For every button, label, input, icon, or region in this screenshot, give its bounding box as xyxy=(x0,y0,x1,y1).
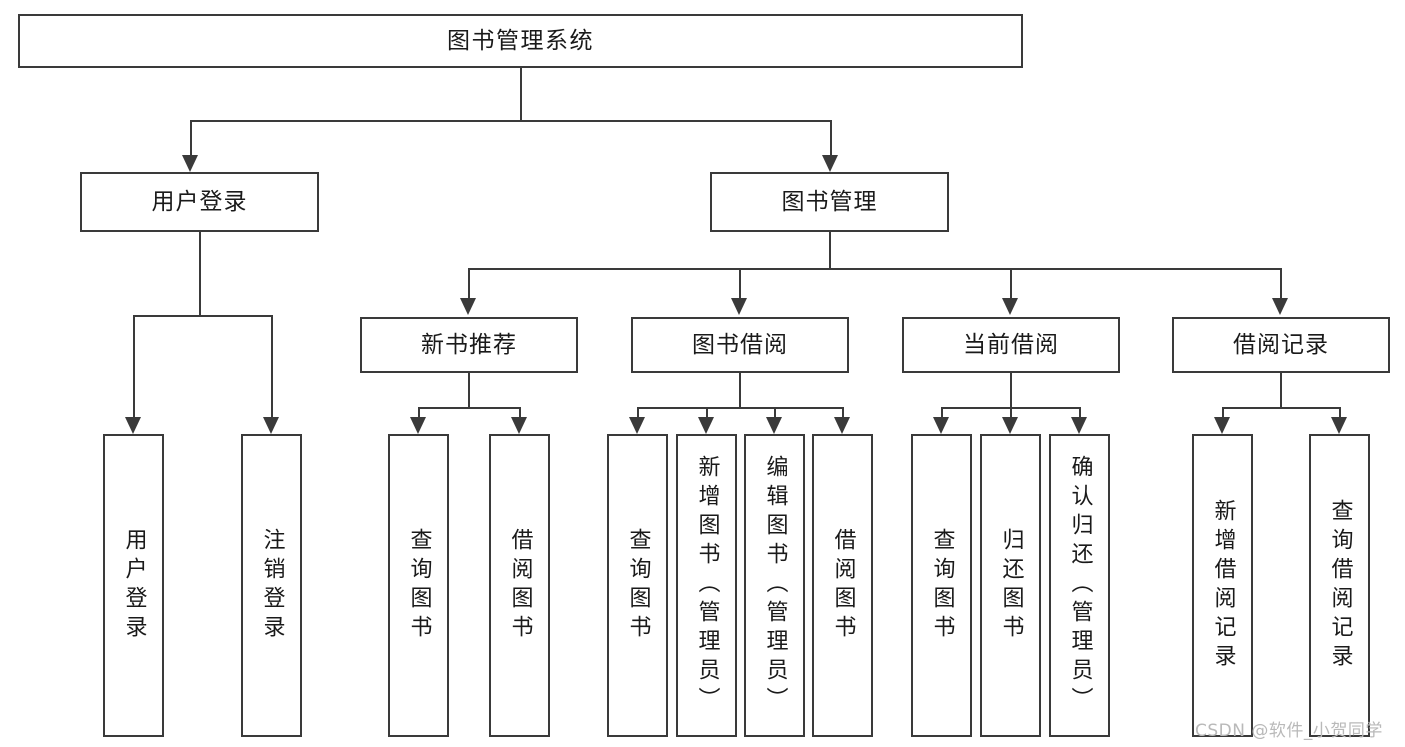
node-label: 编辑图书（管理员） xyxy=(762,455,788,716)
node-label: 借阅记录 xyxy=(1233,331,1329,358)
leaf-book-borrow-borrow-book[interactable]: 借阅图书 xyxy=(812,434,873,737)
node-label: 确认归还（管理员） xyxy=(1067,455,1093,716)
connector-br-to-leaf-1 xyxy=(1222,407,1224,419)
leaf-current-borrow-query-book[interactable]: 查询图书 xyxy=(911,434,972,737)
arrowhead-root-to-book-management xyxy=(822,155,838,172)
node-user-login[interactable]: 用户登录 xyxy=(80,172,319,232)
arrowhead-nbr-to-leaf-2 xyxy=(511,417,527,434)
connector-to-new-book-recommend xyxy=(468,268,470,300)
connector-bb-to-leaf-4 xyxy=(842,407,844,419)
leaf-user-login-login[interactable]: 用户登录 xyxy=(103,434,164,737)
node-label: 查询图书 xyxy=(625,527,651,644)
connector-user-login-to-leaf-1 xyxy=(133,315,135,419)
connector-level2-bar xyxy=(468,268,1280,270)
arrowhead-user-login-to-leaf-2 xyxy=(263,417,279,434)
node-book-management[interactable]: 图书管理 xyxy=(710,172,949,232)
connector-user-login-to-leaf-2 xyxy=(271,315,273,419)
connector-new-book-recommend-stem xyxy=(468,373,470,409)
node-label: 借阅图书 xyxy=(507,527,533,644)
connector-nbr-to-leaf-2 xyxy=(519,407,521,419)
connector-cb-to-leaf-1 xyxy=(941,407,943,419)
arrowhead-cb-to-leaf-3 xyxy=(1071,417,1087,434)
leaf-new-book-recommend-borrow-book[interactable]: 借阅图书 xyxy=(489,434,550,737)
node-label: 查询借阅记录 xyxy=(1327,498,1353,673)
node-book-borrow[interactable]: 图书借阅 xyxy=(631,317,849,373)
connector-cb-to-leaf-2 xyxy=(1010,407,1012,419)
connector-nbr-to-leaf-1 xyxy=(418,407,420,419)
node-label: 借阅图书 xyxy=(830,527,856,644)
connector-root-to-book-management xyxy=(830,120,832,157)
csdn-watermark: CSDN @软件_小贺同学 xyxy=(1195,721,1383,741)
leaf-book-borrow-add-book-admin[interactable]: 新增图书（管理员） xyxy=(676,434,737,737)
node-label: 图书管理 xyxy=(781,188,878,215)
arrowhead-br-to-leaf-2 xyxy=(1331,417,1347,434)
arrowhead-bb-to-leaf-4 xyxy=(834,417,850,434)
arrowhead-cb-to-leaf-1 xyxy=(933,417,949,434)
node-label: 新书推荐 xyxy=(421,331,517,358)
arrowhead-br-to-leaf-1 xyxy=(1214,417,1230,434)
node-label: 当前借阅 xyxy=(963,331,1059,358)
arrowhead-bb-to-leaf-2 xyxy=(698,417,714,434)
node-current-borrow[interactable]: 当前借阅 xyxy=(902,317,1120,373)
leaf-user-login-logout[interactable]: 注销登录 xyxy=(241,434,302,737)
arrowhead-bb-to-leaf-3 xyxy=(766,417,782,434)
connector-book-borrow-bar xyxy=(637,407,842,409)
connector-user-login-bar xyxy=(133,315,271,317)
node-label: 图书借阅 xyxy=(692,331,788,358)
leaf-borrow-record-query-record[interactable]: 查询借阅记录 xyxy=(1309,434,1370,737)
leaf-new-book-recommend-query-book[interactable]: 查询图书 xyxy=(388,434,449,737)
connector-root-bar xyxy=(190,120,831,122)
node-label: 新增借阅记录 xyxy=(1210,498,1236,673)
connector-bb-to-leaf-2 xyxy=(706,407,708,419)
connector-to-current-borrow xyxy=(1010,268,1012,300)
node-label: 归还图书 xyxy=(998,527,1024,644)
arrowhead-bb-to-leaf-1 xyxy=(629,417,645,434)
node-label: 用户登录 xyxy=(121,527,147,644)
connector-borrow-record-bar xyxy=(1222,407,1339,409)
connector-new-book-recommend-bar xyxy=(418,407,519,409)
connector-to-book-borrow xyxy=(739,268,741,300)
leaf-book-borrow-query-book[interactable]: 查询图书 xyxy=(607,434,668,737)
node-label: 图书管理系统 xyxy=(447,27,594,54)
arrowhead-root-to-user-login xyxy=(182,155,198,172)
node-label: 查询图书 xyxy=(406,527,432,644)
connector-user-login-stem xyxy=(199,232,201,317)
leaf-borrow-record-add-record[interactable]: 新增借阅记录 xyxy=(1192,434,1253,737)
node-label: 用户登录 xyxy=(151,188,248,215)
arrowhead-user-login-to-leaf-1 xyxy=(125,417,141,434)
leaf-book-borrow-edit-book-admin[interactable]: 编辑图书（管理员） xyxy=(744,434,805,737)
arrowhead-nbr-to-leaf-1 xyxy=(410,417,426,434)
node-label: 注销登录 xyxy=(259,527,285,644)
connector-current-borrow-stem xyxy=(1010,373,1012,409)
node-root-book-management-system[interactable]: 图书管理系统 xyxy=(18,14,1023,68)
connector-bb-to-leaf-3 xyxy=(774,407,776,419)
connector-bb-to-leaf-1 xyxy=(637,407,639,419)
leaf-current-borrow-confirm-return-admin[interactable]: 确认归还（管理员） xyxy=(1049,434,1110,737)
connector-root-to-user-login xyxy=(190,120,192,157)
connector-to-borrow-record xyxy=(1280,268,1282,300)
arrowhead-to-current-borrow xyxy=(1002,298,1018,315)
connector-book-management-stem xyxy=(829,232,831,270)
node-label: 查询图书 xyxy=(929,527,955,644)
arrowhead-to-new-book-recommend xyxy=(460,298,476,315)
connector-book-borrow-stem xyxy=(739,373,741,409)
connector-root-stem xyxy=(520,68,522,121)
arrowhead-to-book-borrow xyxy=(731,298,747,315)
leaf-current-borrow-return-book[interactable]: 归还图书 xyxy=(980,434,1041,737)
connector-borrow-record-stem xyxy=(1280,373,1282,409)
node-new-book-recommend[interactable]: 新书推荐 xyxy=(360,317,578,373)
connector-cb-to-leaf-3 xyxy=(1079,407,1081,419)
connector-br-to-leaf-2 xyxy=(1339,407,1341,419)
arrowhead-to-borrow-record xyxy=(1272,298,1288,315)
node-borrow-record[interactable]: 借阅记录 xyxy=(1172,317,1390,373)
node-label: 新增图书（管理员） xyxy=(694,455,720,716)
arrowhead-cb-to-leaf-2 xyxy=(1002,417,1018,434)
